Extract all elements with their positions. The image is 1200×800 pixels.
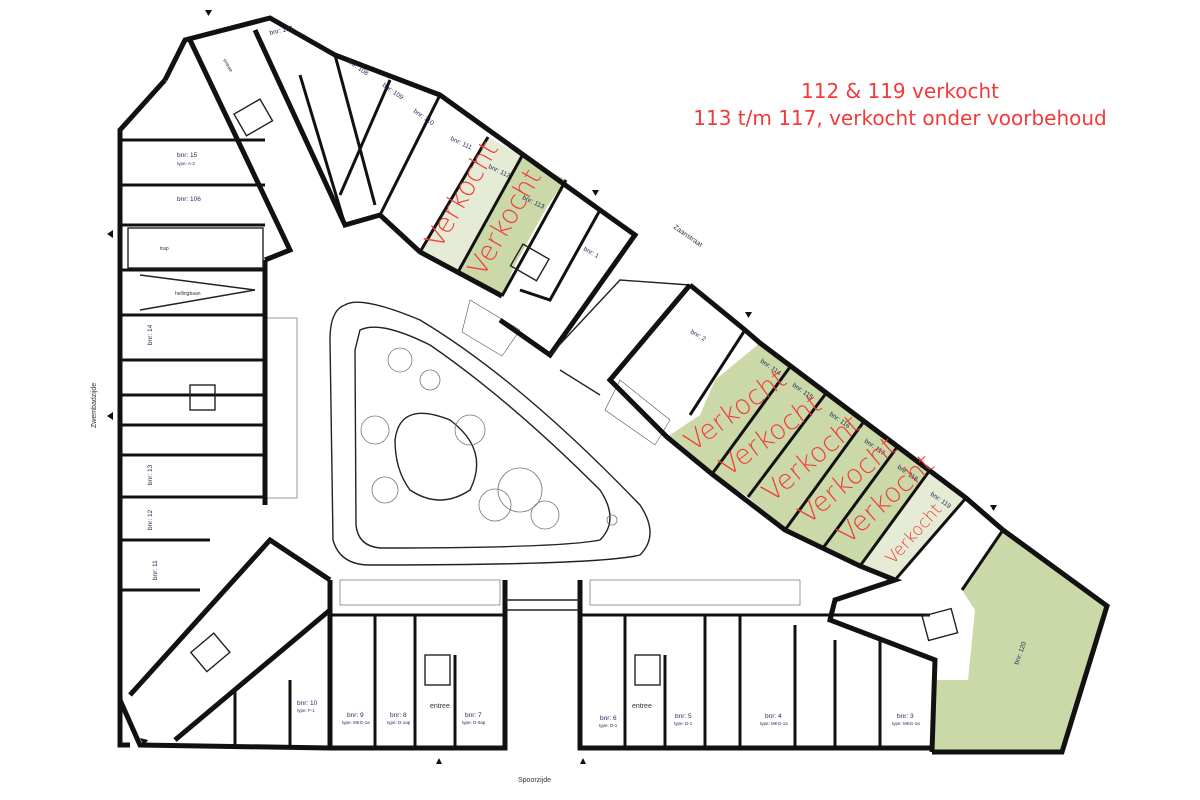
unit-label-14: bnr: 14 [147, 324, 154, 345]
unit-type-3: type: MKG-1a [892, 721, 920, 726]
street-west-label: Zwembadzijde [91, 383, 98, 428]
entrance-arrow-icon [745, 312, 752, 318]
unit-118-fill[interactable] [823, 446, 930, 566]
unit-type-7: type: D-0ap [462, 720, 486, 725]
street-south-label: Spoorzijde [518, 777, 551, 784]
unit-label-107: bnr: 107 [269, 25, 294, 37]
room-ramp: hellingbaan [175, 291, 201, 297]
sales-annotation-line2: 113 t/m 117, verkocht onder voorbehoud [693, 106, 1107, 130]
unit-label-6: bnr: 6 [600, 715, 617, 722]
room-entree-top: entree [221, 58, 233, 73]
unit-label-106: bnr: 106 [177, 196, 201, 203]
entrance-arrow-icon [592, 190, 599, 196]
unit-label-3: bnr: 3 [897, 713, 914, 720]
unit-type-8: type: D-1ap [387, 720, 411, 725]
building-walls [117, 15, 1110, 755]
unit-115-fill[interactable] [712, 367, 827, 497]
unit-120-fill[interactable] [932, 530, 1107, 752]
unit-label-5: bnr: 5 [675, 713, 692, 720]
entrance-arrow-icon [580, 758, 586, 764]
room-stairs: trap [160, 246, 169, 252]
unit-label-4: bnr: 4 [765, 713, 782, 720]
unit-type-6: type: D-1 [599, 723, 618, 728]
entrance-arrow-icon [990, 505, 997, 511]
unit-label-1: bnr: 1 [582, 246, 600, 261]
unit-label-2: bnr: 2 [689, 329, 707, 344]
unit-119-fill[interactable] [860, 470, 966, 580]
unit-label-7: bnr: 7 [465, 712, 482, 719]
sales-annotation: 112 & 119 verkocht 113 t/m 117, verkocht… [680, 78, 1120, 132]
room-labels: entree entree entree trap hellingbaan Za… [91, 58, 703, 784]
room-entree-right: entree [632, 703, 652, 710]
room-entree-left: entree [430, 703, 450, 710]
unit-type-9: type: MKG-1a [342, 720, 370, 725]
unit-type-10: type: F-1 [297, 708, 315, 713]
entrance-arrow-icon [140, 738, 148, 746]
unit-type-15: type: A-3 [177, 161, 195, 166]
unit-label-15: bnr: 15 [177, 152, 198, 159]
garden-trees-icon [360, 347, 618, 530]
entrance-markers [107, 10, 997, 764]
unit-label-13: bnr: 13 [147, 464, 154, 485]
unit-114-fill[interactable] [667, 343, 790, 474]
unit-type-4: type: MKG-1a [760, 721, 788, 726]
street-north-label: Zaanstraat [672, 224, 703, 249]
unit-label-8: bnr: 8 [390, 712, 407, 719]
unit-117-fill[interactable] [785, 420, 898, 548]
entrance-arrow-icon [107, 412, 113, 420]
unit-label-12: bnr: 12 [147, 509, 154, 530]
sales-annotation-line1: 112 & 119 verkocht [801, 79, 999, 103]
unit-label-9: bnr: 9 [347, 712, 364, 719]
entrance-arrow-icon [107, 230, 113, 238]
unit-113-fill[interactable] [458, 156, 566, 296]
entrance-arrow-icon [436, 758, 442, 764]
courtyard [329, 301, 651, 566]
ramp-icon [139, 274, 256, 311]
unit-label-10: bnr: 10 [297, 700, 318, 707]
unit-116-fill[interactable] [748, 392, 865, 530]
unit-type-5: type: D-1 [674, 721, 693, 726]
entrance-arrow-icon [205, 10, 212, 16]
sold-units [420, 137, 1107, 752]
unit-112-fill[interactable] [420, 137, 522, 272]
unit-label-11: bnr: 11 [152, 560, 159, 580]
